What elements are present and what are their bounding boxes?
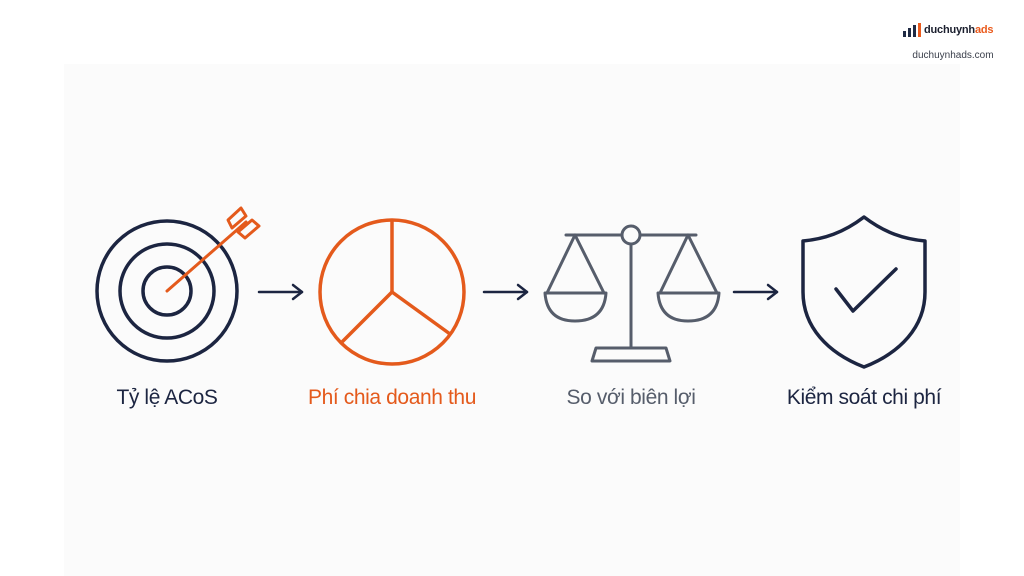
arrow-dart-icon: [165, 206, 261, 293]
bar-chart-icon: [903, 23, 921, 37]
shield-check-icon: [801, 215, 927, 369]
target-icon: [95, 219, 239, 363]
brand-name: duchuynhads: [924, 24, 994, 36]
brand-logo: duchuynhads: [903, 20, 994, 40]
brand-name-main: duchuynh: [924, 24, 975, 36]
brand-name-accent: ads: [974, 24, 994, 36]
pie-icon: [318, 218, 466, 366]
scale-icon: [543, 224, 721, 363]
flow-arrow-1: [257, 283, 304, 301]
brand-url: duchuynhads.com: [912, 50, 994, 61]
step-label-revenue-fee: Phí chia doanh thu: [308, 386, 476, 409]
step-label-acos: Tỷ lệ ACoS: [116, 386, 218, 409]
flow-arrow-3: [732, 283, 779, 301]
flow-arrow-2: [482, 283, 529, 301]
step-label-margin-compare: So với biên lợi: [566, 386, 696, 409]
step-label-cost-control: Kiểm soát chi phí: [786, 386, 942, 409]
